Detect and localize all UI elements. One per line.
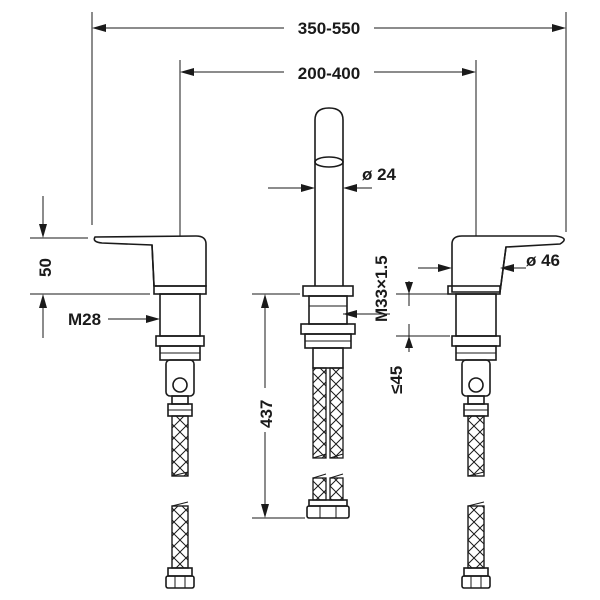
deck-thickness-dimension: ≤45 xyxy=(387,281,450,394)
left-lever xyxy=(93,235,207,287)
handle-diameter-dimension: ø 46 xyxy=(418,251,560,272)
valve-thread-dimension: M28 xyxy=(68,310,160,329)
handle-height-dimension: 50 xyxy=(30,196,150,338)
left-handle-assembly xyxy=(93,235,207,417)
spout-thread-label: M33×1.5 xyxy=(372,255,391,322)
spout-diameter-label: ø 24 xyxy=(362,165,397,184)
overall-width-label: 350-550 xyxy=(298,19,360,38)
right-hose xyxy=(461,415,491,589)
spout-outlet xyxy=(314,156,344,168)
spout-diameter-dimension: ø 24 xyxy=(268,165,397,192)
overall-width-dimension: 350-550 xyxy=(91,12,567,232)
spout-height-label: 437 xyxy=(257,400,276,428)
spout-assembly xyxy=(300,107,356,369)
valve-thread-label: M28 xyxy=(68,310,101,329)
left-valve-body xyxy=(159,293,201,337)
handle-height-label: 50 xyxy=(36,258,55,277)
deck-thickness-label: ≤45 xyxy=(387,366,406,394)
spout-thread-dimension: M33×1.5 xyxy=(343,255,391,322)
inner-width-dimension: 200-400 xyxy=(179,60,477,236)
right-handle-assembly xyxy=(447,235,565,417)
inner-width-label: 200-400 xyxy=(298,64,360,83)
spout-height-dimension: 437 xyxy=(252,293,305,519)
right-valve-body xyxy=(455,293,497,337)
left-hose xyxy=(165,415,195,589)
spout-tube xyxy=(314,107,344,286)
right-connector-port xyxy=(468,377,484,393)
spout-hoses xyxy=(306,367,350,519)
left-connector-port xyxy=(172,377,188,393)
handle-diameter-label: ø 46 xyxy=(526,251,560,270)
right-lever xyxy=(451,235,565,293)
